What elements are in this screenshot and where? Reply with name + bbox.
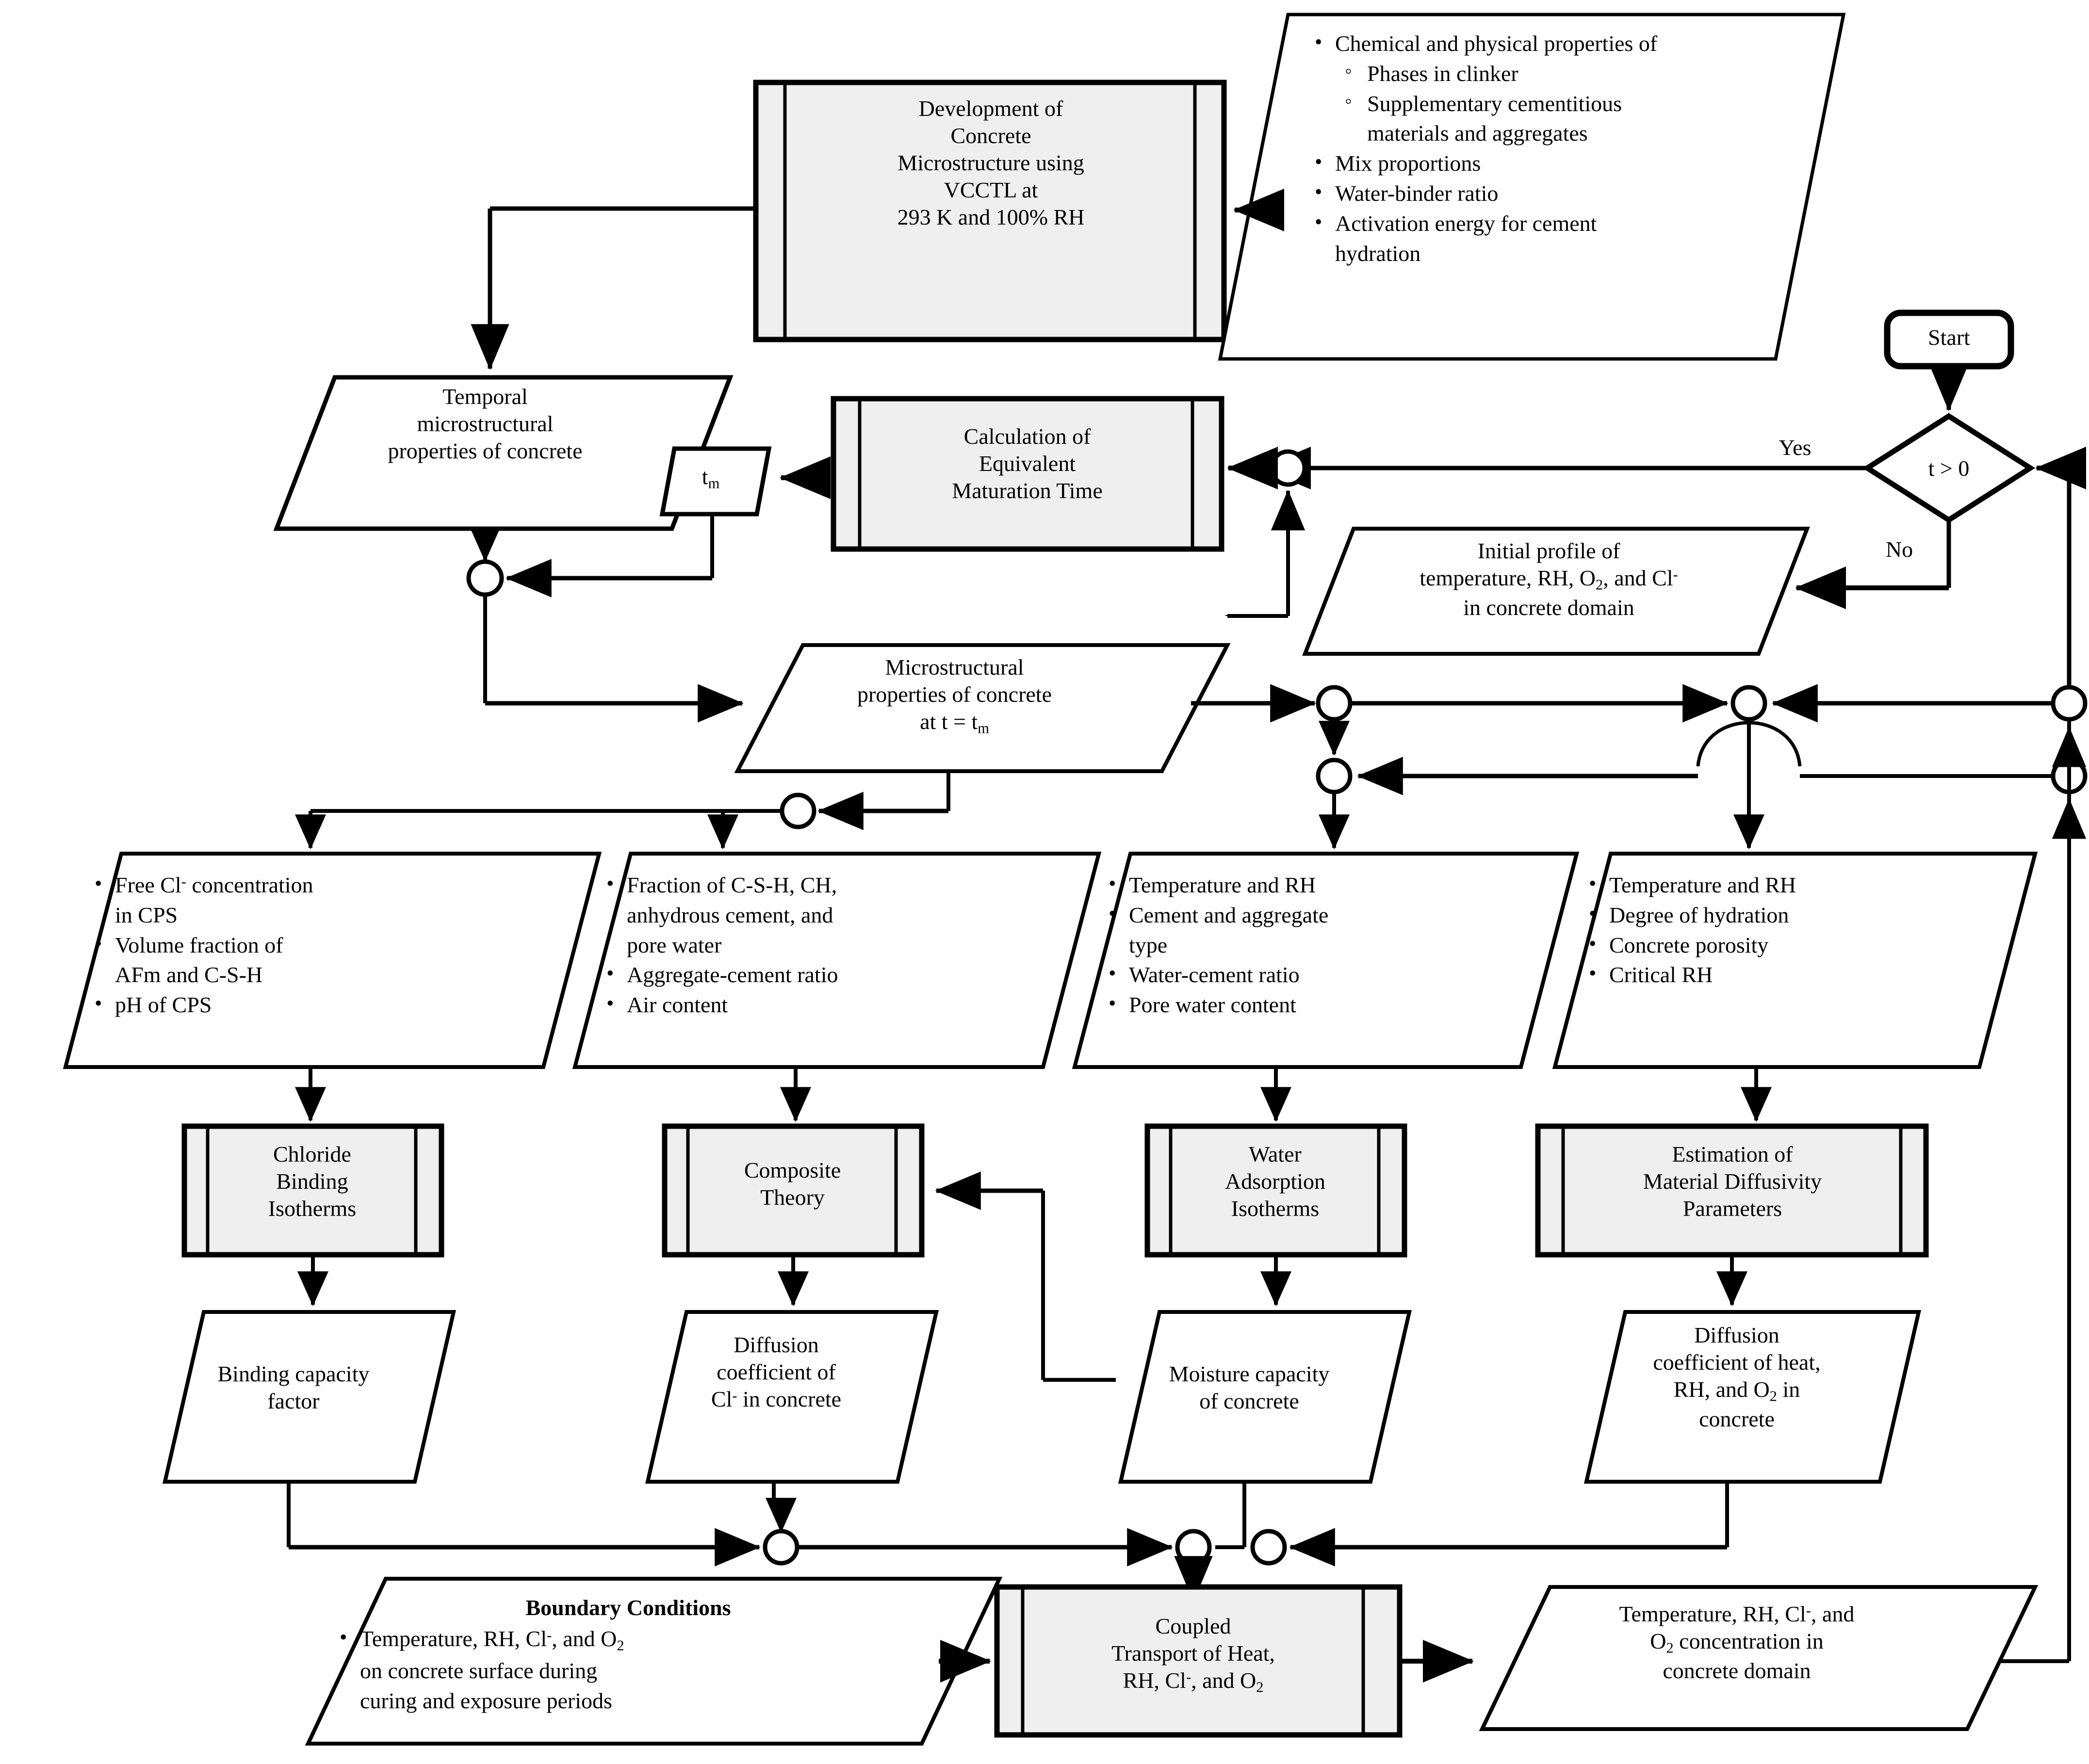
list-item: Critical RH [1584,959,2021,989]
decision-yes-label: Yes [1779,435,1812,460]
list-item: Volume fraction of [90,930,551,960]
shape-calc-maturation [831,396,1224,552]
node-boundary-conditions-list: Boundary Conditions Temperature, RH, Cl-… [335,1593,922,1716]
node-output-concentration-label: Temperature, RH, Cl-, and O2 concentrati… [1619,1602,1855,1683]
node-data-fraction-list: Fraction of C-S-H, CH, anhydrous cement,… [602,870,1077,1020]
shape-diff-coeff-heat [1583,1310,1922,1484]
node-data-diffusivity-list: Temperature and RH Degree of hydration C… [1584,870,2021,990]
list-item: Temperature, RH, Cl-, and O2 [335,1623,922,1655]
junction-node-a [466,559,504,597]
junction-node-h [780,793,816,829]
node-composite-theory-label: Composite Theory [744,1158,841,1210]
shape-water-adsorption [1144,1123,1407,1258]
node-calc-maturation-label: Calculation of Equivalent Maturation Tim… [952,424,1103,503]
junction-node-k [1250,1529,1287,1566]
list-item: Pore water content [1104,989,1565,1020]
shape-boundary-conditions [305,1577,1003,1746]
shape-output-concentration [1479,1585,2039,1731]
list-item-continuation: pore water [627,932,722,957]
list-item: Supplementary cementitious [1310,88,1844,118]
node-inputs-top-list: Chemical and physical properties of Phas… [1310,28,1844,269]
junction-node-j [1175,1529,1212,1566]
junction-node-e [2051,685,2088,722]
list-item: Temperature and RH [1104,870,1565,900]
list-item: Activation energy for cement [1310,208,1844,238]
shape-diff-coeff-cl [645,1310,939,1484]
node-material-diffusivity-label: Estimation of Material Diffusivity Param… [1643,1142,1822,1221]
shape-micro-props [734,643,1231,773]
node-initial-profile-label: Initial profile of temperature, RH, O2, … [1420,538,1678,620]
list-item: Water-binder ratio [1310,178,1844,208]
list-item-continuation: materials and aggregates [1367,121,1588,146]
list-item: Free Cl- concentration [90,870,551,900]
list-item-continuation: type [1129,932,1168,957]
list-item: Aggregate-cement ratio [602,959,1077,989]
node-data-cl-list: Free Cl- concentration in CPS Volume fra… [90,870,551,1020]
list-item: Concrete porosity [1584,930,2021,960]
decision-no-label: No [1885,537,1913,562]
node-micro-props-label: Microstructural properties of concrete a… [857,655,1052,737]
node-start-label: Start [1928,325,1970,350]
node-coupled-transport-label: Coupled Transport of Heat, RH, Cl-, and … [1111,1614,1275,1696]
shape-temporal-props [273,375,734,531]
list-item: Cement and aggregate [1104,900,1565,930]
node-water-adsorption-label: Water Adsorption Isotherms [1225,1142,1325,1221]
list-item: Water-cement ratio [1104,959,1565,989]
list-item: pH of CPS [90,989,551,1020]
node-diff-coeff-heat-label: Diffusion coefficient of heat, RH, and O… [1653,1323,1821,1431]
junction-node-d [1730,685,1767,722]
list-item: Phases in clinker [1310,58,1844,88]
list-item-continuation: AFm and C-S-H [115,962,263,987]
shape-composite-theory [662,1123,925,1258]
list-item-continuation: curing and exposure periods [360,1688,612,1713]
node-moisture-capacity-label: Moisture capacity of concrete [1169,1361,1330,1414]
shape-initial-profile [1302,527,1810,656]
list-item: Degree of hydration [1584,900,2021,930]
shape-binding-capacity [162,1310,457,1484]
shape-dev-micro [753,80,1227,342]
list-item: Air content [602,989,1077,1020]
list-item: Chemical and physical properties of [1310,28,1844,58]
node-binding-capacity-label: Binding capacity factor [217,1361,370,1414]
list-item: Mix proportions [1310,148,1844,178]
shape-tm [659,446,772,517]
list-item-continuation: anhydrous cement, and [627,902,833,927]
list-item-continuation: in CPS [115,902,178,927]
node-decision-label: t > 0 [1928,456,1970,481]
list-item-continuation: on concrete surface during [360,1658,598,1683]
list-item-continuation: hydration [1335,241,1421,266]
boundary-conditions-heading: Boundary Conditions [525,1595,731,1620]
junction-node-f [1316,758,1353,794]
node-dev-micro-label: Development of Concrete Microstructure u… [897,96,1085,230]
shape-moisture-capacity [1118,1310,1412,1484]
node-diff-coeff-cl-label: Diffusion coefficient of Cl- in concrete [711,1332,842,1412]
list-item: Fraction of C-S-H, CH, [602,870,1077,900]
node-data-temp-rh-list: Temperature and RH Cement and aggregate … [1104,870,1565,1020]
junction-node-i [763,1529,800,1566]
shape-chloride-binding [181,1123,444,1258]
node-chloride-binding-label: Chloride Binding Isotherms [268,1142,357,1221]
node-tm-label: tm [702,464,720,492]
junction-node-b [1269,449,1307,487]
shape-coupled-transport [994,1584,1403,1738]
node-temporal-props-label: Temporal microstructural properties of c… [388,384,583,464]
list-item: Temperature and RH [1584,870,2021,900]
junction-node-c [1316,685,1353,722]
